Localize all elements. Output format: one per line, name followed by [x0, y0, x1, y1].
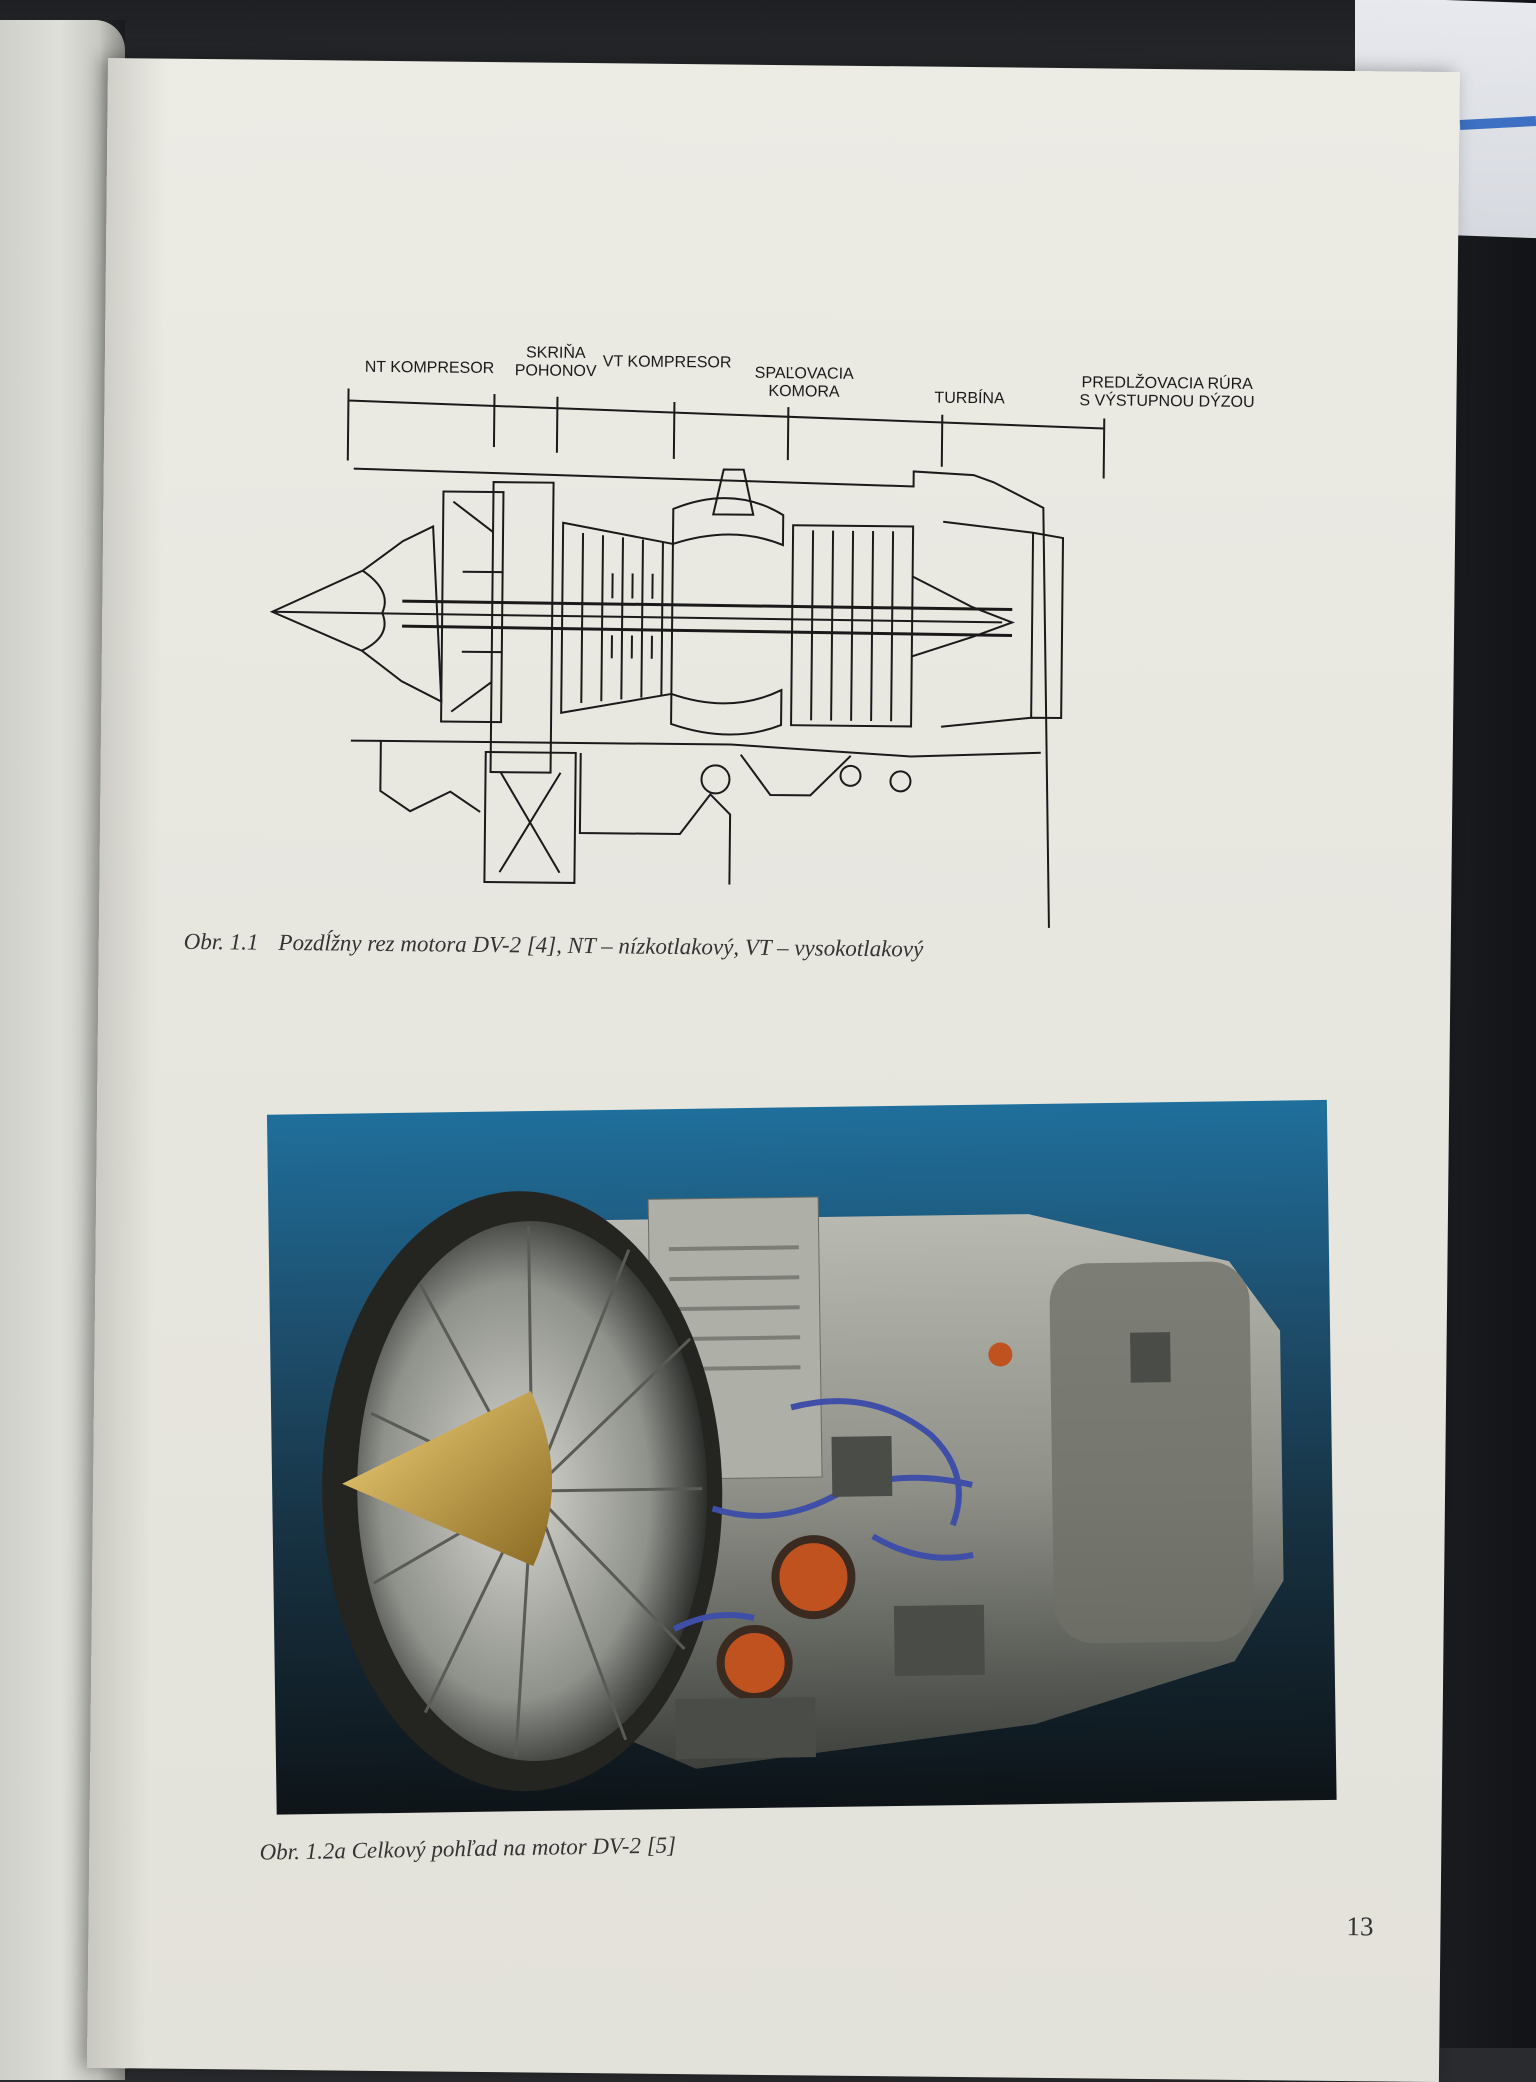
- cross-section-drawing: [269, 388, 1106, 928]
- page-number: 13: [1346, 1911, 1374, 1942]
- orange-port: [771, 1535, 856, 1620]
- label-skrina-line2: POHONOV: [514, 362, 597, 381]
- figure-1-caption-text: Pozdĺžny rez motora DV-2 [4], NT – nízko…: [278, 929, 924, 962]
- figure-1-caption-number: Obr. 1.1: [183, 928, 259, 955]
- label-skrina-line1: SKRIŇA: [525, 344, 586, 363]
- spinner-cone: [342, 1391, 553, 1567]
- book-page: NT KOMPRESOR SKRIŇA POHONOV VT KOMPRESOR…: [86, 58, 1460, 2082]
- label-predlzovacia-rura: PREDLŽOVACIA RÚRA S VÝSTUPNOU DÝZOU: [1079, 374, 1255, 412]
- orange-port: [716, 1624, 793, 1701]
- engine-cross-section-figure: NT KOMPRESOR SKRIŇA POHONOV VT KOMPRESOR…: [208, 269, 1335, 981]
- figure-2-caption: Obr. 1.2a Celkový pohľad na motor DV-2 […: [259, 1832, 677, 1865]
- label-spalovacia-komora: SPAĽOVACIA KOMORA: [754, 364, 854, 402]
- label-spalovacia-line2: KOMORA: [768, 382, 840, 401]
- label-spalovacia-line1: SPAĽOVACIA: [754, 364, 854, 383]
- label-nt-kompresor: NT KOMPRESOR: [364, 358, 495, 378]
- label-predlzovacia-line2: S VÝSTUPNOU DÝZOU: [1079, 392, 1255, 412]
- label-skrina-pohonov: SKRIŇA POHONOV: [515, 344, 597, 381]
- engine-photo: [266, 1099, 1337, 1815]
- label-vt-kompresor: VT KOMPRESOR: [602, 353, 732, 372]
- label-turbina: TURBÍNA: [934, 389, 1005, 408]
- label-predlzovacia-line1: PREDLŽOVACIA RÚRA: [1081, 374, 1253, 394]
- engine-photo-illustration: [322, 1191, 1284, 1792]
